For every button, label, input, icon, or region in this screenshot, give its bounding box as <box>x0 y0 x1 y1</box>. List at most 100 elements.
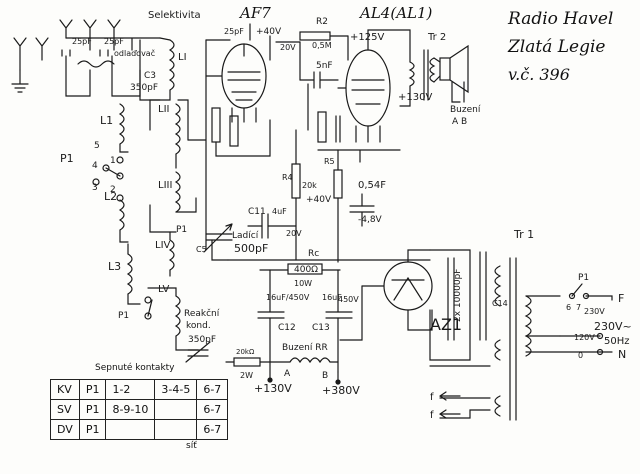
table-cell: P1 <box>78 399 107 420</box>
p1-label-c: P1 <box>118 311 129 321</box>
c3-value-label: 350pF <box>130 83 158 93</box>
reakcni-value-label: 350pF <box>188 335 216 345</box>
ladici-label: Ladící <box>232 231 259 241</box>
sw7-label: 7 <box>576 303 581 312</box>
liv-label: LIV <box>155 240 171 251</box>
table-cell: 6-7 <box>196 399 229 420</box>
heater-f1-label: f <box>430 392 434 403</box>
transformer-tr1-primary-icon <box>524 295 532 357</box>
c3-label: C3 <box>144 71 156 81</box>
tube-al4-icon <box>345 49 391 127</box>
coil-l3-icon <box>126 253 133 295</box>
ground-icon <box>11 69 29 93</box>
ab-label: A B <box>452 117 467 127</box>
ladici-value-label: 500pF <box>234 242 268 255</box>
c13-label: C13 <box>312 323 330 333</box>
v230-tap-label: 230V <box>584 307 605 316</box>
resistor-r2-icon <box>299 31 331 41</box>
v130a-label: +130V <box>398 92 432 103</box>
coil-l2-icon <box>118 199 125 231</box>
table-cell: 8-9-10 <box>105 399 156 420</box>
l3-label: L3 <box>108 260 121 273</box>
v0-tap-label: 0 <box>578 351 583 360</box>
contacts-caption: Sepnuté kontakty <box>95 363 175 373</box>
contacts-table: KV P1 1-2 3-4-5 6-7 SV P1 8-9-10 6-7 DV … <box>50 379 229 440</box>
v380-label: +380V <box>322 384 360 397</box>
table-row: SV P1 8-9-10 6-7 <box>50 399 229 420</box>
lii-label: LII <box>158 104 169 115</box>
v130b-label: +130V <box>254 382 292 395</box>
r400-watt-label: 10W <box>294 279 312 288</box>
contact-2-label: 2 <box>110 185 116 195</box>
table-cell: P1 <box>78 379 107 400</box>
v125-label: +125V <box>350 32 384 43</box>
table-cell: 3-4-5 <box>154 379 198 400</box>
table-cell <box>154 419 198 440</box>
kond-label: kond. <box>186 321 211 331</box>
contact-3-label: 3 <box>92 183 98 193</box>
capacitor-c11-icon <box>261 213 269 239</box>
coil-liii-icon <box>174 171 181 213</box>
c13-value-label: 16uF <box>322 293 342 302</box>
c5nf-label: 5nF <box>316 61 333 71</box>
tuning-capacitor-icon <box>203 223 233 253</box>
table-cell <box>105 419 156 440</box>
phase-f-label: F <box>618 292 624 305</box>
v40b-label: +40V <box>306 195 332 205</box>
odladovac-label: odlaďovač <box>114 48 155 58</box>
c2x-label: 2x 10000pF <box>453 269 463 322</box>
antenna-4-icon <box>83 19 97 39</box>
transformer-tr1-core-icon <box>509 257 517 421</box>
resistor-20k-icon <box>233 357 261 367</box>
heater-f2-label: f <box>430 410 434 421</box>
w2-label: 2W <box>240 371 253 380</box>
c11-label: C11 <box>248 207 266 217</box>
v20-label: 20V <box>280 43 296 52</box>
table-row: KV P1 1-2 3-4-5 6-7 <box>50 379 229 400</box>
c2-value-label: 25pF <box>104 37 124 46</box>
capacitor-2x10000pf-icon <box>447 257 455 341</box>
table-cell: 6-7 <box>196 419 229 440</box>
transformer-tr2-primary-icon <box>408 61 415 87</box>
r4-value-label: 20k <box>302 181 317 190</box>
capacitor-c12-icon <box>257 311 285 319</box>
resistor-rc-icon <box>287 263 323 275</box>
liii-label: LIII <box>158 180 172 191</box>
title-radio-havel: Radio Havel <box>507 9 613 29</box>
az1-label: AZ1 <box>430 315 462 334</box>
coil-liv-icon <box>168 239 175 271</box>
mains-voltage-label: 230V~ <box>594 320 632 333</box>
speaker-icon <box>439 57 451 81</box>
coil-lv-icon <box>174 295 181 337</box>
table-footer-label: síť <box>186 441 197 451</box>
v40-label: +40V <box>256 27 282 37</box>
table-row: DV P1 6-7 <box>50 419 229 440</box>
resistor-r5-icon <box>333 169 343 199</box>
table-cell <box>154 399 198 420</box>
table-cell: SV <box>50 399 80 420</box>
table-cell: 1-2 <box>105 379 156 400</box>
buzeni2-label: Buzení RR <box>282 343 328 353</box>
sw6-label: 6 <box>566 303 571 312</box>
p1-switch-label: P1 <box>60 152 74 165</box>
coil-excitation-icon <box>269 357 339 364</box>
table-cell: DV <box>50 419 80 440</box>
reaction-capacitor-icon <box>185 341 211 363</box>
v20b-label: 20V <box>286 229 302 238</box>
r5-label: R5 <box>324 157 335 166</box>
title-zlata-legie: Zlatá Legie <box>507 37 605 57</box>
p1-mains-label: P1 <box>578 273 589 283</box>
v48-label: -4,8V <box>358 215 383 225</box>
tube-az1-icon <box>383 261 433 311</box>
reakcni-label: Reakční <box>184 308 220 319</box>
r4-label: R4 <box>282 173 293 182</box>
antenna-5-icon <box>107 19 121 39</box>
antenna-1-icon <box>13 37 27 71</box>
v450-label: 450V <box>338 295 359 304</box>
mains-freq-label: 50Hz <box>604 336 630 347</box>
r2-value-label: 0,5M <box>312 41 332 50</box>
selektivita-label: Selektivita <box>148 10 201 21</box>
coil-lii-icon <box>174 103 181 155</box>
neutral-n-label: N <box>618 348 626 361</box>
